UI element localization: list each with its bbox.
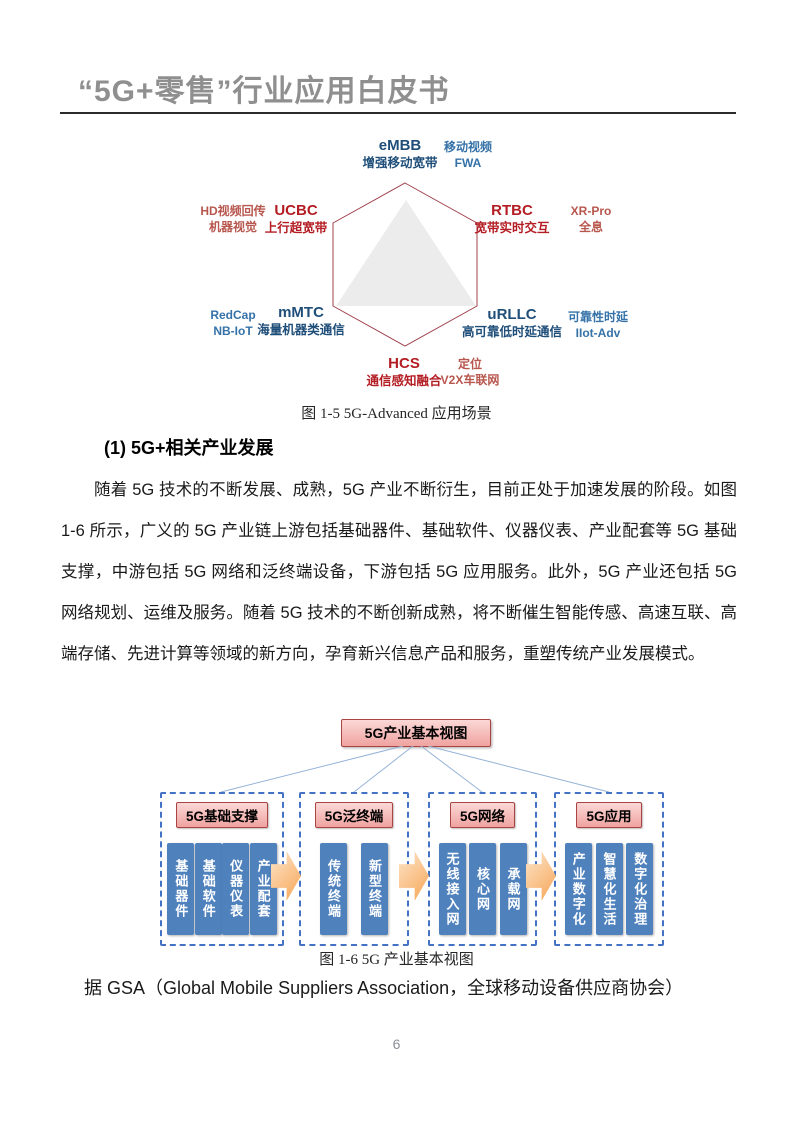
group-bars: 传统终端 新型终端 [306,842,402,936]
connector-lines [220,746,610,793]
body-paragraph: 随着 5G 技术的不断发展、成熟，5G 产业不断衍生，目前正处于加速发展的阶段。… [61,481,737,663]
bar-item: 新型终端 [361,843,388,935]
header-divider [60,112,736,114]
rtbc-note: XR-Pro 全息 [570,204,612,234]
group-bars: 产业数字化 智慧化生活 数字化治理 [561,842,657,936]
bar-item: 基础软件 [194,843,222,935]
figure-6-caption: 图 1-6 5G 产业基本视图 [319,952,474,968]
ucbc-node: UCBC 上行超宽带 [265,202,328,236]
bar-item: 核心网 [469,843,496,935]
group-title: 5G基础支撑 [175,802,268,828]
urllc-code: uRLLC [487,306,537,323]
industry-view-root-box: 5G产业基本视图 [341,719,491,747]
ucbc-note: HD视频回传 机器视觉 [200,204,266,234]
group-bars: 基础器件 基础软件 仪器仪表 产业配套 [167,842,277,936]
hexagon-triangle-graphic [332,182,478,347]
urllc-label: 高可靠低时延通信 [461,325,563,340]
page-number: 6 [392,1036,401,1052]
group-title: 5G应用 [576,802,642,828]
group-bars: 无线接入网 核心网 承载网 [435,842,530,936]
rtbc-node: RTBC 宽带实时交互 [474,202,549,236]
group-5g-foundation: 5G基础支撑 基础器件 基础软件 仪器仪表 产业配套 [160,792,284,946]
bar-item: 产业配套 [249,843,277,935]
bar-item: 智慧化生活 [595,843,623,935]
urllc-node: uRLLC 高可靠低时延通信 [462,306,562,340]
hexagon-outline [332,182,478,347]
bar-item: 仪器仪表 [222,843,250,935]
bar-item: 基础器件 [167,843,195,935]
bar-item: 承载网 [499,843,527,935]
bar-item: 无线接入网 [438,843,466,935]
rtbc-label: 宽带实时交互 [474,221,550,236]
embb-note: 移动视频 FWA [443,140,493,170]
hcs-code: HCS [388,355,420,372]
mmtc-label: 海量机器类通信 [257,323,345,338]
group-title: 5G泛终端 [314,802,394,828]
group-5g-network: 5G网络 无线接入网 核心网 承载网 [428,792,537,946]
group-title: 5G网络 [449,802,515,828]
embb-code: eMBB [378,137,422,154]
source-attribution-text: 据 GSA（Global Mobile Suppliers Associatio… [84,978,684,998]
hcs-node: HCS 通信感知融合 [366,355,441,389]
figure-5-caption: 图 1-5 5G-Advanced 应用场景 [301,406,492,422]
triangle-shape [336,200,476,306]
urllc-note: 可靠性时延 IIot-Adv [567,310,629,340]
section-heading: (1) 5G+相关产业发展 [104,438,274,458]
embb-label: 增强移动宽带 [362,156,438,171]
ucbc-label: 上行超宽带 [264,221,328,236]
bar-item: 传统终端 [320,843,347,935]
mmtc-node: mMTC 海量机器类通信 [257,304,345,338]
group-5g-terminals: 5G泛终端 传统终端 新型终端 [299,792,409,946]
bar-item: 产业数字化 [564,843,592,935]
rtbc-code: RTBC [491,202,533,219]
page-title: “5G+零售”行业应用白皮书 [78,75,450,108]
group-5g-applications: 5G应用 产业数字化 智慧化生活 数字化治理 [554,792,664,946]
figure-5g-advanced-scenarios: eMBB 增强移动宽带 移动视频 FWA HD视频回传 机器视觉 UCBC 上行… [0,0,793,430]
embb-node: eMBB 增强移动宽带 [362,137,437,171]
mmtc-code: mMTC [278,304,324,321]
mmtc-note: RedCap NB-IoT [210,308,256,338]
hcs-label: 通信感知融合 [366,374,442,389]
hcs-note: 定位 V2X车联网 [440,357,500,387]
ucbc-code: UCBC [274,202,318,219]
bar-item: 数字化治理 [626,843,654,935]
